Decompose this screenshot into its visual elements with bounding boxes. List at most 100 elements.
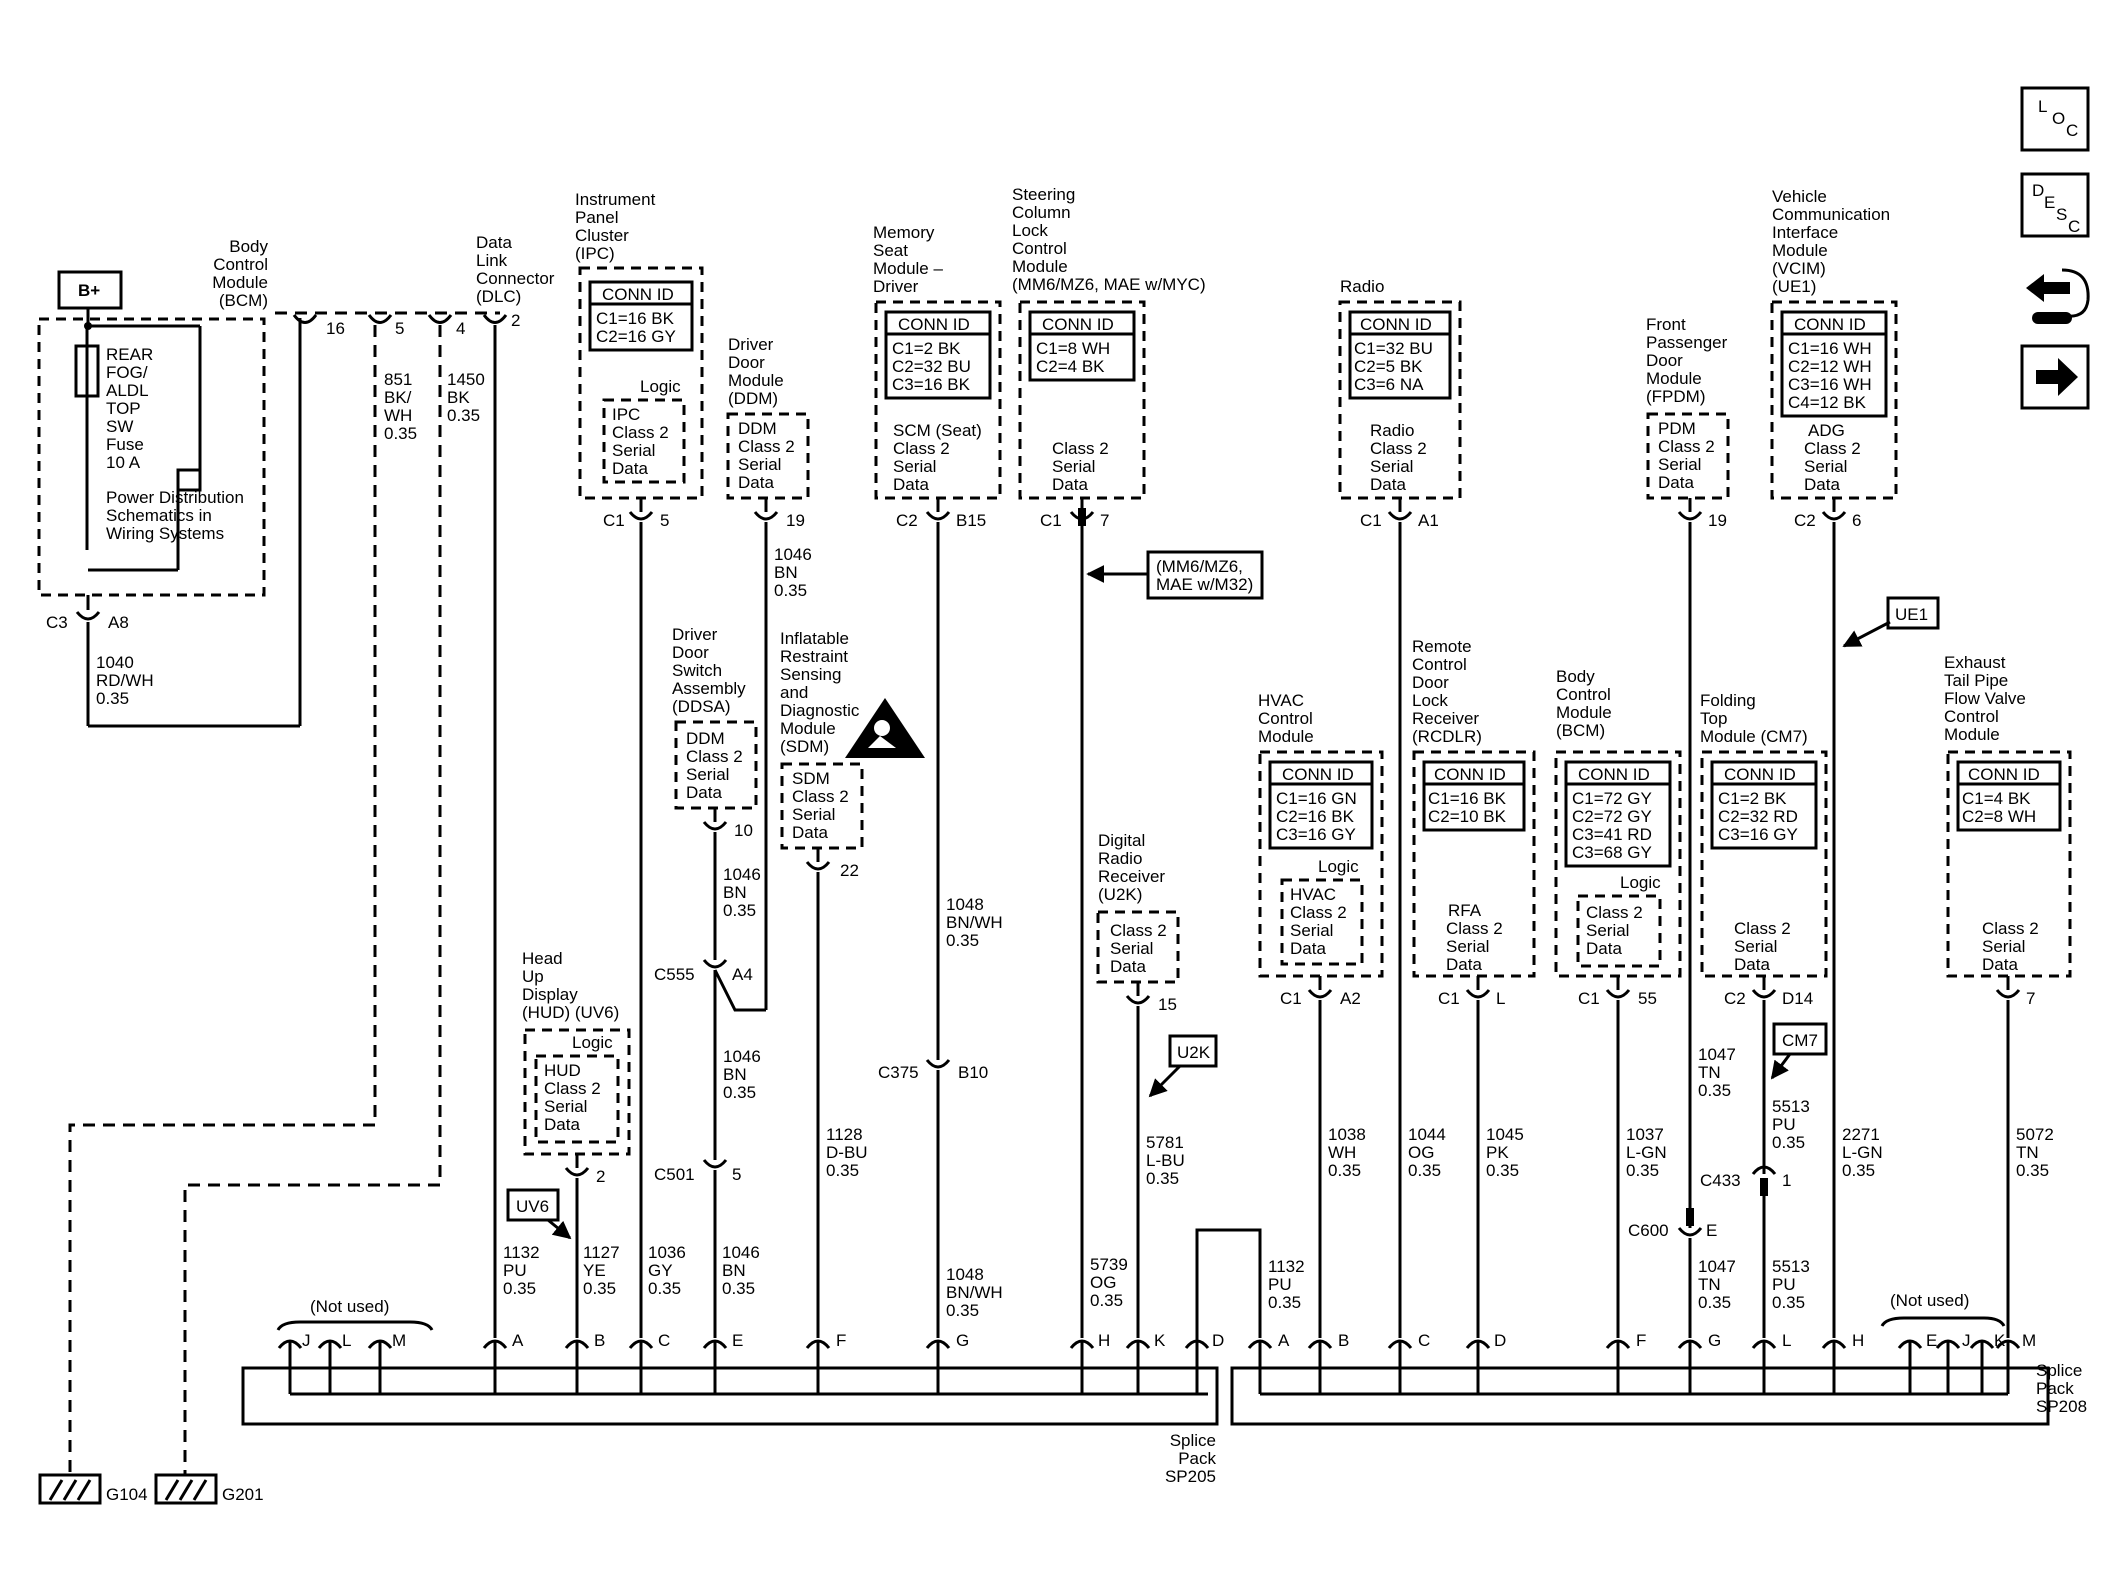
svg-text:C1: C1 (1280, 989, 1302, 1008)
component-locator-icon[interactable] (2026, 268, 2090, 324)
ddm-connector (753, 511, 779, 521)
ue1-tag (1886, 596, 1940, 630)
wire-1450-ground (183, 325, 442, 1475)
mm6-option-note (1146, 550, 1264, 600)
loc-button[interactable]: L O C (2020, 86, 2090, 152)
sp208-not-used: (Not used) (1890, 1291, 1969, 1310)
ddm-module-box (726, 412, 810, 500)
wire-1132-jumper (1195, 1228, 1262, 1341)
cm7-tag (1772, 1022, 1828, 1056)
svg-text:C1: C1 (1040, 511, 1062, 530)
svg-text:F: F (1636, 1331, 1646, 1350)
u2k-tag (1168, 1034, 1218, 1068)
svg-text:C: C (2068, 217, 2080, 236)
svg-text:U2K: U2K (1177, 1043, 1211, 1062)
svg-text:UV6: UV6 (516, 1197, 549, 1216)
bplus-box: B+ (57, 270, 123, 310)
svg-text:19: 19 (1708, 511, 1727, 530)
svg-text:A1: A1 (1418, 511, 1439, 530)
svg-text:K: K (1994, 1331, 2006, 1350)
svg-text:Logic: Logic (1620, 873, 1661, 892)
svg-text:C2: C2 (1794, 511, 1816, 530)
next-arrow-button[interactable] (2020, 344, 2090, 410)
svg-text:L: L (2038, 97, 2047, 116)
svg-text:CM7: CM7 (1782, 1031, 1818, 1050)
svg-text:C: C (2066, 121, 2078, 140)
svg-text:(MM6/MZ6,MAE w/M32): (MM6/MZ6,MAE w/M32) (1156, 557, 1253, 594)
svg-text:J: J (1962, 1331, 1971, 1350)
pin-label-16: 16 (326, 319, 345, 338)
bcm-module-box (37, 317, 266, 597)
hvac-module-box (1258, 750, 1384, 978)
hvac-connector (1307, 989, 1333, 999)
ipc-connector (628, 511, 654, 521)
sclcm-conn-id (1028, 310, 1136, 382)
dlc-pin-2 (482, 314, 508, 324)
svg-text:7: 7 (2026, 989, 2035, 1008)
svg-text:D14: D14 (1782, 989, 1813, 1008)
svg-text:A: A (512, 1331, 524, 1350)
bcm2-connector (1605, 989, 1631, 999)
svg-text:C2: C2 (896, 511, 918, 530)
rcdlr-conn-id (1422, 760, 1526, 832)
desc-button[interactable]: D E S C (2020, 172, 2090, 238)
hvac-conn-id (1268, 760, 1374, 850)
svg-text:B: B (1338, 1331, 1349, 1350)
sp205-not-used: (Not used) (310, 1297, 389, 1316)
svg-text:M: M (392, 1331, 406, 1350)
bcm-pin-16 (292, 314, 318, 324)
ipc-conn-id (588, 280, 694, 352)
svg-text:E: E (1706, 1221, 1717, 1240)
svg-text:A: A (1278, 1331, 1290, 1350)
svg-text:Logic: Logic (1318, 857, 1359, 876)
rcdlr-module-box (1412, 750, 1536, 978)
etp-conn-id (1956, 760, 2062, 832)
svg-text:D: D (2032, 181, 2044, 200)
label-a8: A8 (108, 613, 129, 632)
bcm-pin-5 (367, 314, 393, 324)
svg-text:D: D (1212, 1331, 1224, 1350)
connector-c375 (925, 1059, 951, 1069)
svg-text:6: 6 (1852, 511, 1861, 530)
drr-connector (1125, 995, 1151, 1005)
radio-title: Radio (1340, 277, 1384, 296)
label-g201: G201 (222, 1485, 264, 1504)
bcm-pin-4 (427, 314, 453, 324)
svg-text:C375: C375 (878, 1063, 919, 1082)
hud-connector (564, 1167, 590, 1177)
svg-text:55: 55 (1638, 989, 1657, 1008)
